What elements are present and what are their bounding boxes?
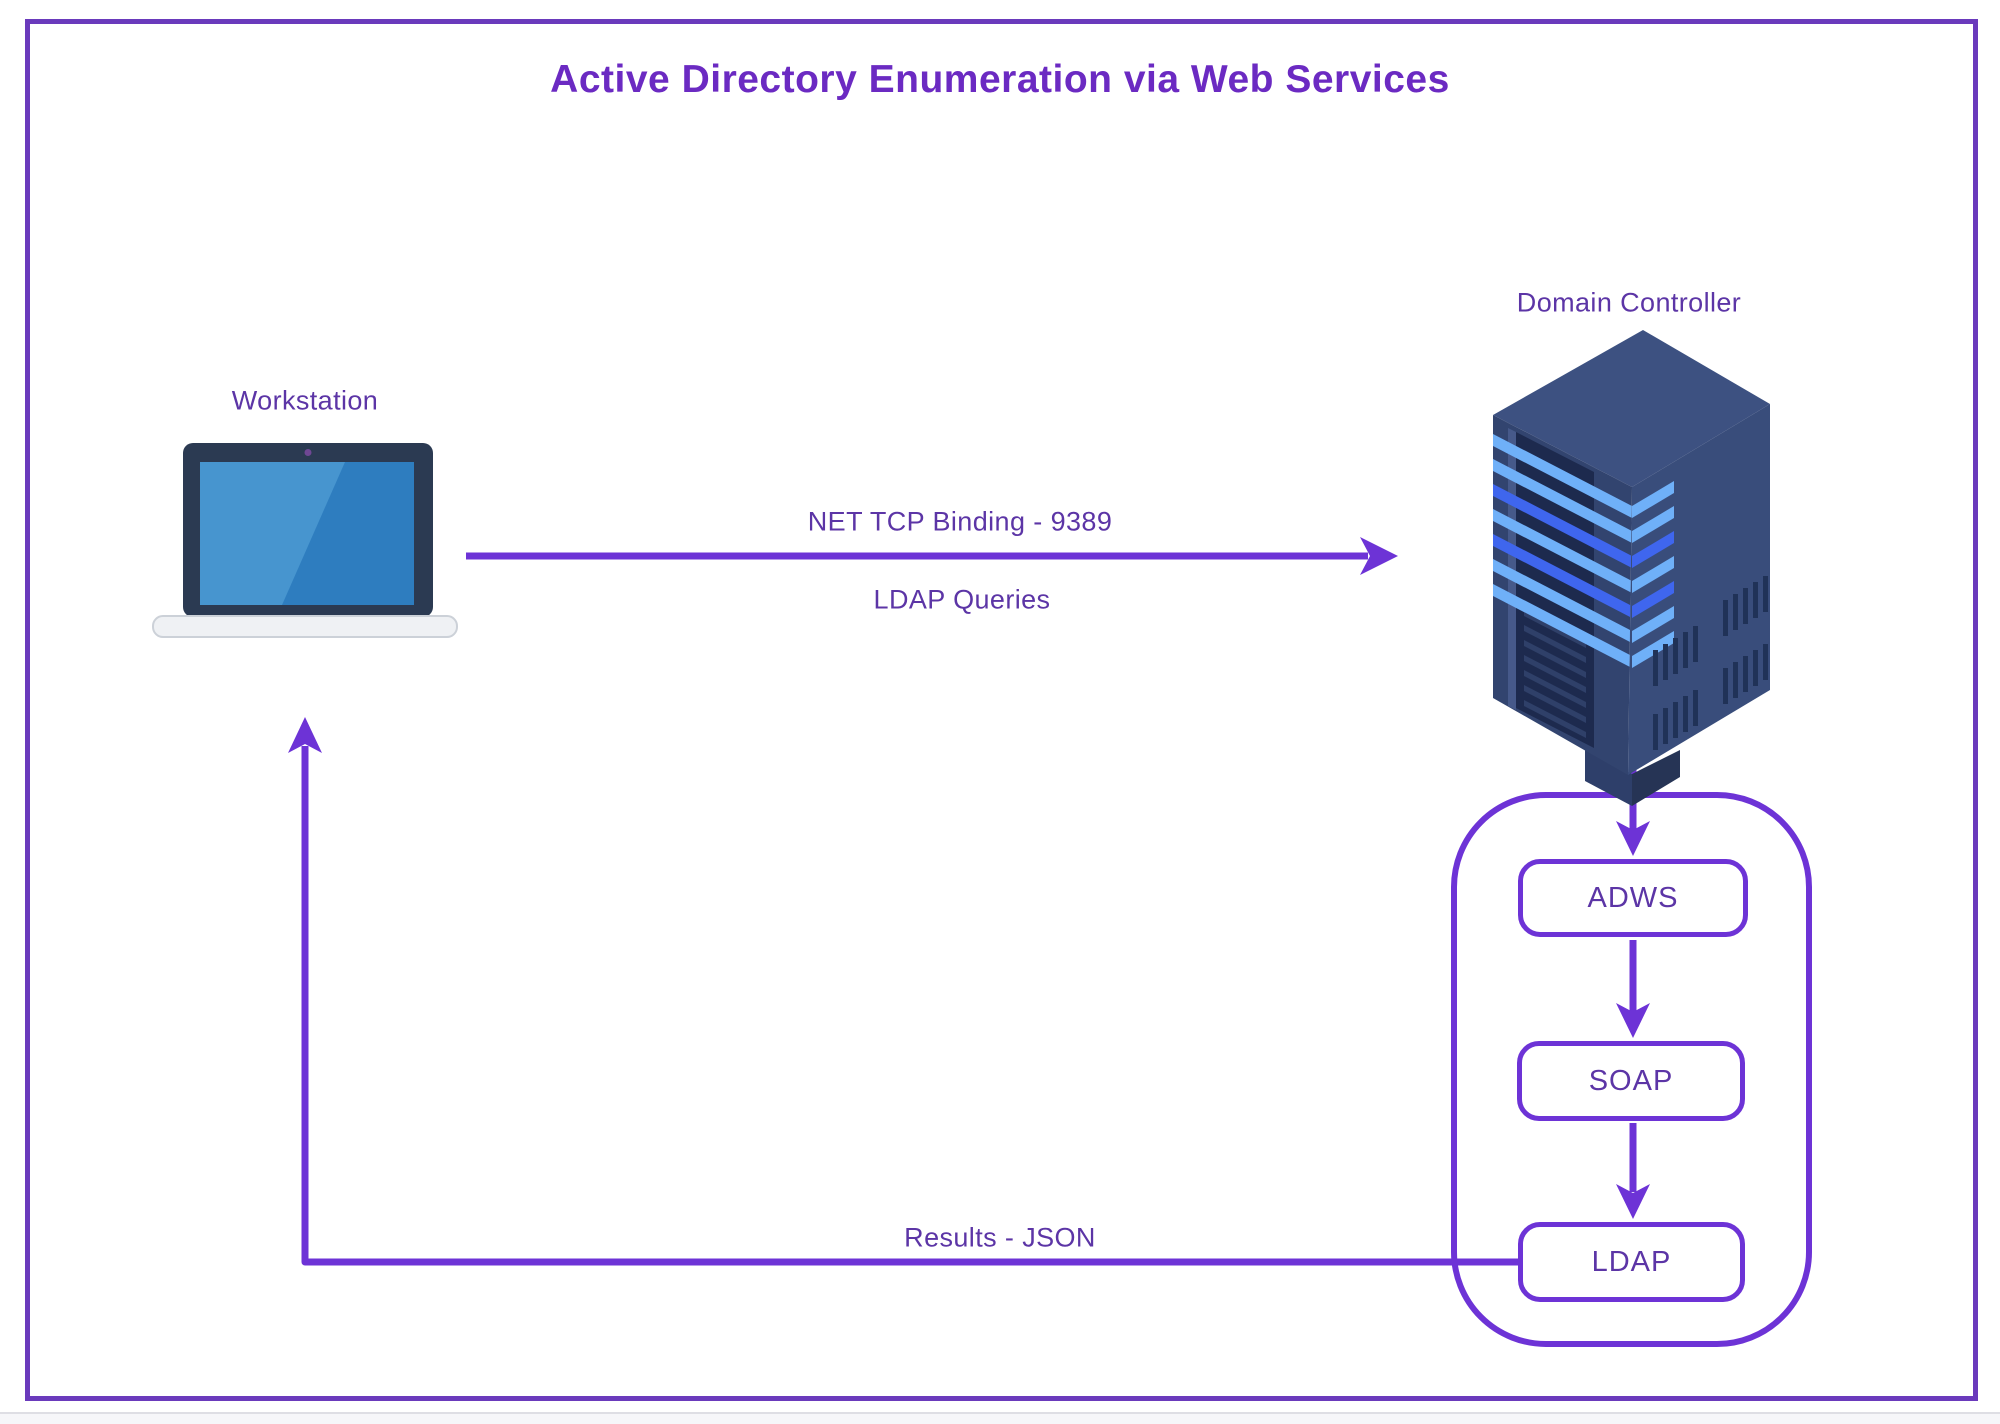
domain-controller-label: Domain Controller <box>1516 287 1742 318</box>
request-arrow-label-top: NET TCP Binding - 9389 <box>807 506 1113 537</box>
service-box-ldap-label: LDAP <box>1591 1245 1672 1278</box>
service-box-adws: ADWS <box>1518 859 1748 937</box>
bottom-separator <box>0 1412 2000 1424</box>
service-box-soap: SOAP <box>1517 1041 1745 1121</box>
response-arrow-label: Results - JSON <box>904 1222 1096 1253</box>
diagram-title: Active Directory Enumeration via Web Ser… <box>550 58 1450 101</box>
request-arrow-label-bottom: LDAP Queries <box>873 584 1051 615</box>
workstation-label: Workstation <box>231 385 379 416</box>
service-box-soap-label: SOAP <box>1588 1064 1674 1097</box>
service-box-adws-label: ADWS <box>1587 881 1679 914</box>
service-box-ldap: LDAP <box>1518 1222 1745 1302</box>
